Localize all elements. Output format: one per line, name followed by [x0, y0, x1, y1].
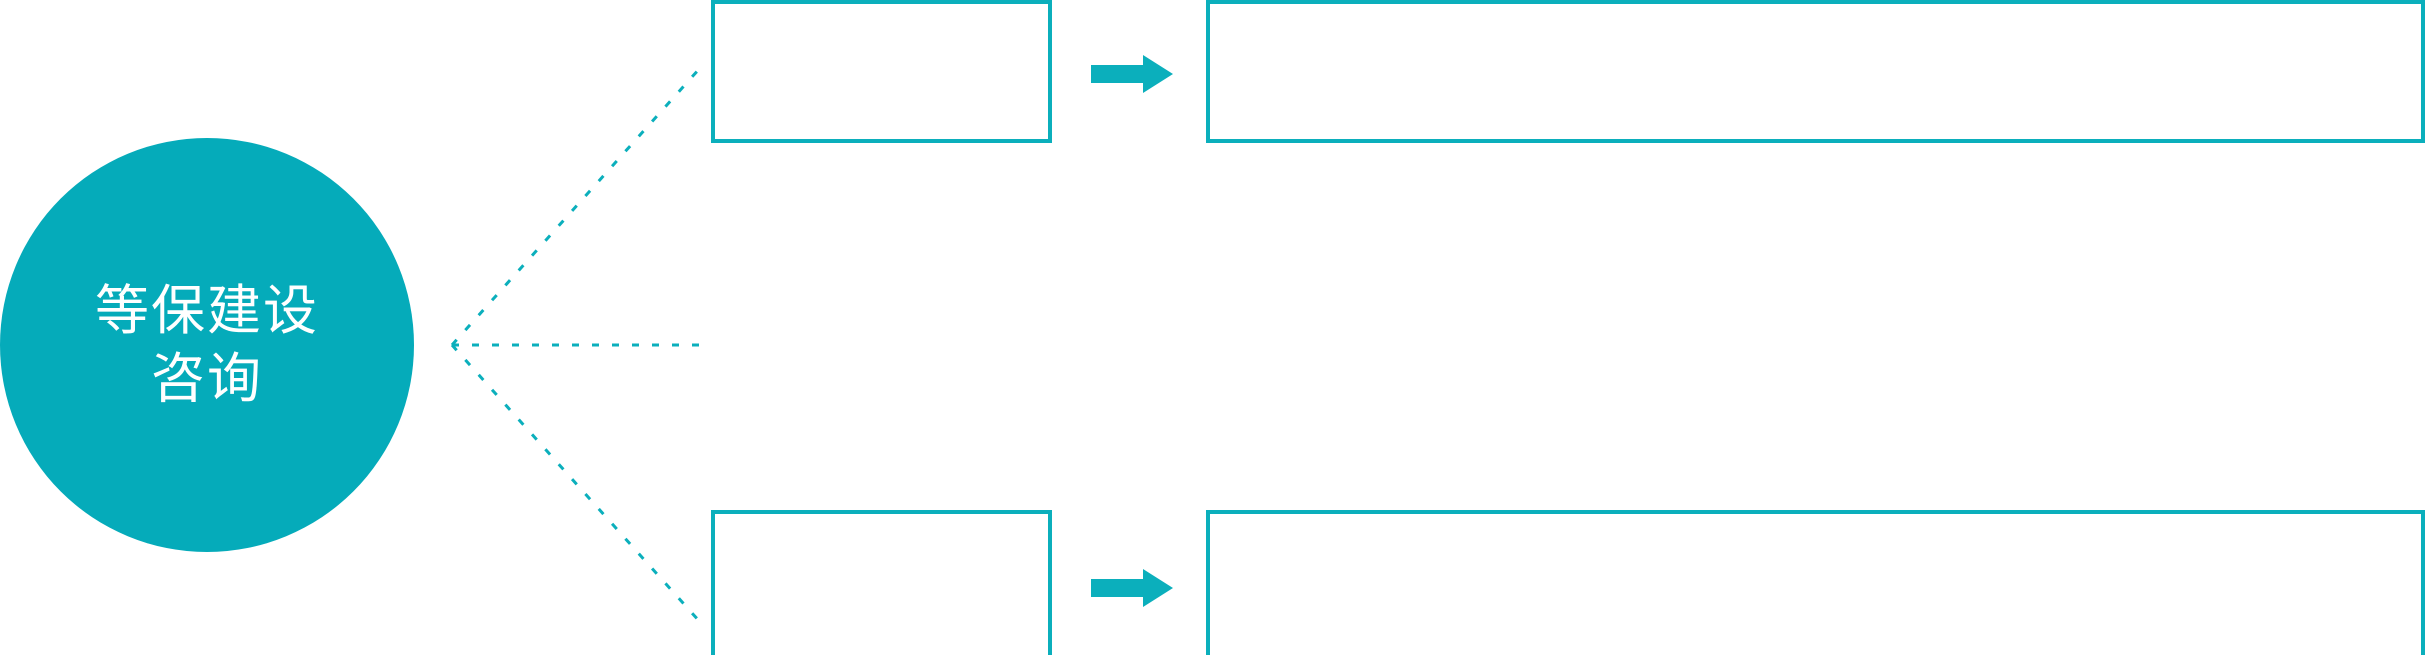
detail-box-1[interactable] [1206, 0, 2425, 143]
hub-circle[interactable]: 等保建设 咨询 [0, 138, 414, 552]
hub-title-line-1: 等保建设 [95, 281, 319, 341]
flow-row-2 [0, 255, 2434, 655]
flow-row-1 [0, 0, 2434, 143]
right-block-arrow-icon-1 [1091, 55, 1173, 93]
detail-box-2[interactable] [1206, 510, 2425, 655]
stage-box-2[interactable] [711, 510, 1052, 655]
right-block-arrow-icon-2 [1091, 569, 1173, 607]
hub-title-line-2: 咨询 [151, 349, 263, 409]
stage-box-1[interactable] [711, 0, 1052, 143]
flow-row-3 [0, 510, 2434, 655]
